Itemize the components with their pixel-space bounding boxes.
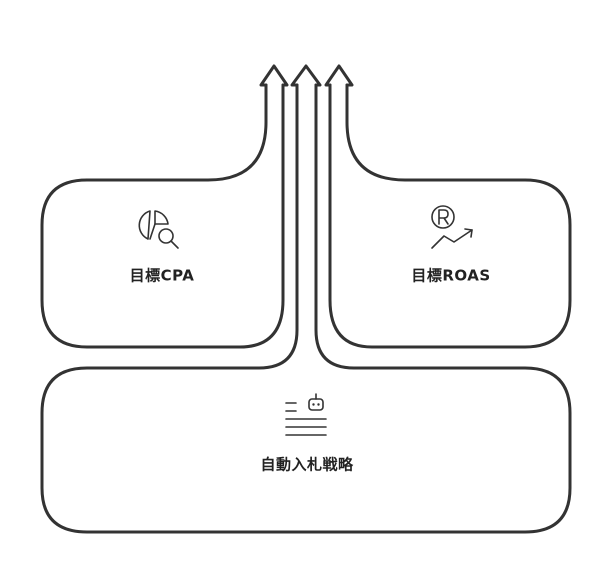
pie-chart-magnifier-icon <box>138 210 179 249</box>
auto-bidding-label: 自動入札戦略 <box>260 455 354 474</box>
rupee-growth-icon <box>431 205 473 249</box>
arrow-head-center <box>290 64 322 87</box>
target-cpa-box <box>40 83 285 349</box>
robot-lines-icon <box>285 393 327 436</box>
auto-bidding-box <box>40 83 572 534</box>
target-roas-label: 目標ROAS <box>411 266 491 285</box>
target-roas-box <box>328 83 572 349</box>
arrow-head-left <box>259 64 289 87</box>
target-cpa-label: 目標CPA <box>129 266 195 285</box>
arrow-head-right <box>324 64 354 87</box>
